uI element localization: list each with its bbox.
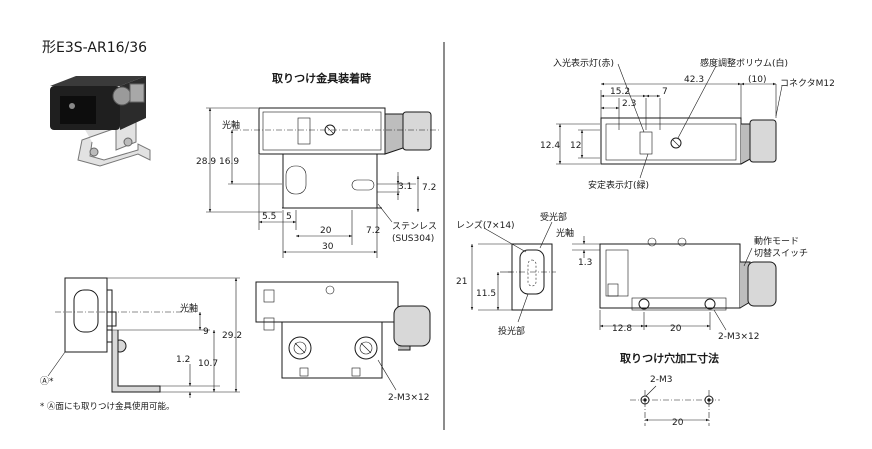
stainless-label: ステンレス (392, 221, 437, 232)
dimension-label: 12.4 (540, 141, 560, 151)
top-view-dimensions: 42.3 (10) 15.2 7 2.3 12.4 12 入光表示灯(赤) 感度… (540, 57, 835, 191)
dimension-label: 1.2 (176, 355, 190, 365)
bracket-front-view: 2-M3×12 (255, 281, 431, 403)
dimension-label: 20 (320, 226, 332, 236)
dimension-label: 28.9 (196, 157, 216, 167)
bolts-label-left: 2-M3×12 (388, 393, 429, 403)
face-a-label: Ⓐ* (40, 376, 54, 387)
dimension-label: 30 (322, 242, 334, 252)
model-title: 形E3S-AR16/36 (42, 40, 147, 56)
sus304-label: (SUS304) (392, 234, 434, 244)
bracket-side-dimensions: 光軸 9 29.2 1.2 10.7 (176, 278, 242, 398)
receiver-label: 受光部 (540, 211, 567, 223)
incident-light-label: 入光表示灯(赤) (553, 57, 614, 69)
bracket-side-view: Ⓐ* (40, 277, 240, 393)
sensitivity-label: 感度調整ボリウム(白) (700, 57, 788, 69)
top-view (556, 84, 777, 165)
mount-view-heading: 取りつけ金具装着時 (272, 71, 371, 85)
dimension-label: 12.8 (612, 324, 632, 334)
hole-pattern: 2-M3 20 (630, 375, 720, 428)
connector-label: コネクタM12 (780, 78, 835, 89)
dimension-label: 光軸 (556, 227, 574, 239)
mount-view-dimensions: 28.9 16.9 光軸 3.1 7.2 5.5 5 20 7.2 30 ステン… (196, 108, 437, 254)
dimension-label: 15.2 (610, 87, 630, 97)
dimension-label: 光軸 (180, 302, 198, 314)
op-mode-label-1: 動作モード (754, 235, 799, 247)
dimension-label: 42.3 (684, 75, 704, 85)
op-mode-label-2: 切替スイッチ (754, 247, 808, 259)
dimension-label: 2.3 (622, 99, 636, 109)
bolts-label-right: 2-M3×12 (718, 332, 759, 342)
dimension-label: 10.7 (198, 359, 218, 369)
dimension-label: 16.9 (219, 157, 239, 167)
dimension-label: 29.2 (222, 331, 242, 341)
bottom-view: 動作モード 切替スイッチ 2-M3×12 (572, 235, 808, 342)
dimension-label: 12 (570, 141, 581, 151)
footnote: * Ⓐ面にも取りつけ金具使用可能。 (40, 401, 175, 412)
optical-axis-label: 光軸 (222, 119, 240, 131)
dimension-label: 5.5 (262, 212, 276, 222)
dimension-label: 1.3 (578, 258, 592, 268)
lens-label: レンズ(7×14) (456, 219, 515, 231)
dimension-label: 20 (672, 418, 684, 428)
bottom-view-dimensions: 1.3 12.8 20 (578, 236, 710, 334)
dimension-label: 7 (662, 87, 668, 97)
stability-light-label: 安定表示灯(緑) (588, 179, 649, 191)
dimension-label: 7.2 (422, 183, 436, 193)
mount-side-view (206, 107, 440, 258)
tap-label: 2-M3 (650, 375, 672, 385)
dimension-label: 3.1 (398, 182, 412, 192)
dimension-label: (10) (748, 75, 766, 85)
dimension-label: 20 (670, 324, 682, 334)
end-view-dimensions: 21 11.5 (456, 244, 500, 310)
hole-view-heading: 取りつけ穴加工寸法 (620, 351, 719, 365)
dimension-label: 5 (286, 212, 292, 222)
end-view: レンズ(7×14) 受光部 光軸 投光部 (456, 211, 574, 337)
product-photo (50, 76, 151, 167)
dimension-label: 7.2 (366, 226, 380, 236)
dimension-label: 21 (456, 277, 467, 287)
dimension-label: 11.5 (476, 289, 496, 299)
emitter-label: 投光部 (498, 325, 525, 337)
dimension-label: 9 (203, 327, 209, 337)
